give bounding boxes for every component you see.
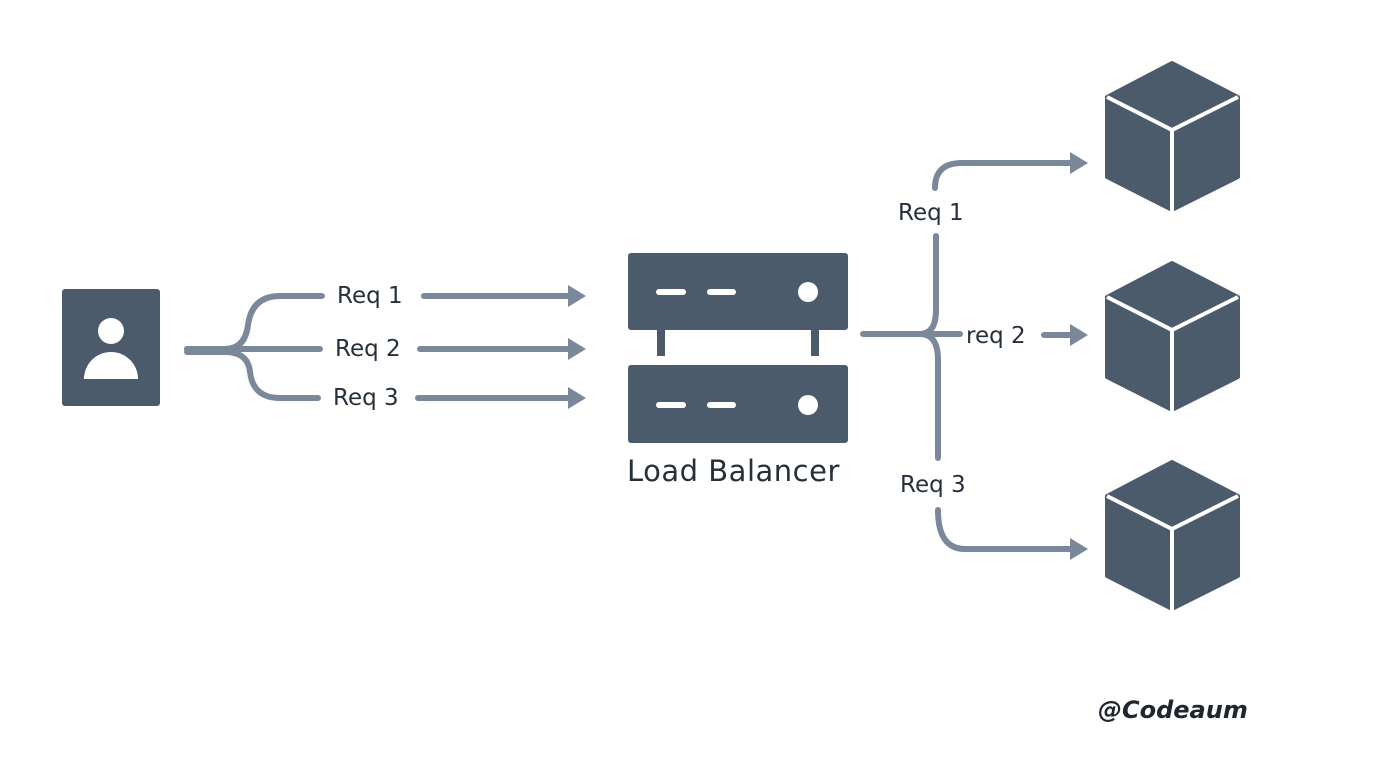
outgoing-request-label: Req 1 (898, 200, 964, 226)
cube-icon (1105, 261, 1240, 413)
outgoing-connectors (860, 152, 1088, 560)
outgoing-request-label: req 2 (966, 323, 1026, 349)
cube-icon (1105, 61, 1240, 213)
incoming-connectors (184, 285, 586, 409)
incoming-request-label: Req 1 (337, 283, 403, 309)
incoming-request-label: Req 2 (335, 336, 401, 362)
user-icon (62, 289, 160, 406)
incoming-request-label: Req 3 (333, 385, 399, 411)
watermark: @Codeaum (1098, 696, 1248, 724)
load-balancer-label: Load Balancer (627, 454, 840, 488)
outgoing-request-label: Req 3 (900, 472, 966, 498)
cube-icon (1105, 460, 1240, 612)
server-rack-icon (628, 253, 848, 443)
